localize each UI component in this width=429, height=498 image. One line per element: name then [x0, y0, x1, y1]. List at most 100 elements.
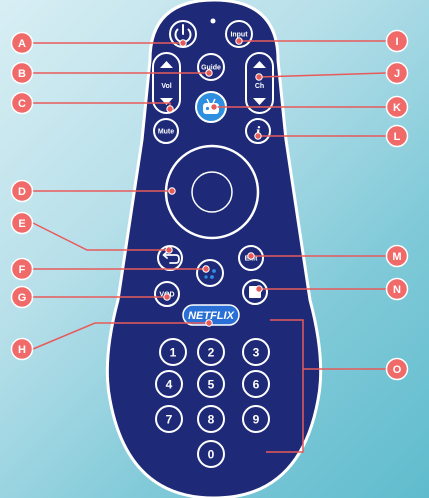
callout-badge — [10, 337, 34, 361]
volume-label: Vol — [161, 83, 171, 90]
number-key-label: 7 — [166, 413, 173, 427]
callout-badge — [385, 61, 409, 85]
channel-up-icon — [253, 61, 266, 68]
mute-label: Mute — [158, 129, 174, 136]
leader-dot — [255, 73, 263, 81]
callout-badge — [10, 91, 34, 115]
number-pad: 1 2 3 4 5 6 7 8 9 0 — [155, 338, 270, 468]
leader-line — [32, 222, 169, 251]
callout-h: H — [10, 319, 213, 361]
callout-badge — [385, 244, 409, 268]
leader-dot — [179, 39, 187, 47]
callout-k: K — [210, 95, 409, 119]
back-button[interactable] — [157, 245, 183, 271]
callout-letter: A — [18, 38, 26, 50]
number-key-label: 5 — [208, 378, 215, 392]
volume-down-icon — [160, 98, 173, 105]
power-button[interactable] — [169, 20, 197, 48]
number-key-2[interactable]: 2 — [197, 338, 225, 366]
d-pad[interactable] — [164, 144, 260, 240]
number-key-label: 3 — [253, 346, 260, 360]
mute-button[interactable]: Mute — [153, 118, 179, 144]
callout-e: E — [10, 211, 173, 254]
callout-badge — [385, 95, 409, 119]
callout-letter: B — [18, 68, 26, 80]
voice-assistant-button[interactable] — [196, 259, 224, 287]
callout-f: F — [10, 257, 210, 281]
callout-j: J — [255, 61, 409, 85]
callout-letter: H — [18, 344, 26, 356]
callout-letter: K — [393, 102, 401, 114]
callout-badge — [385, 277, 409, 301]
callout-letter: M — [392, 251, 401, 263]
leader-dot — [163, 293, 171, 301]
number-key-8[interactable]: 8 — [197, 405, 225, 433]
callout-badge — [385, 29, 409, 53]
callout-letter: E — [18, 218, 25, 230]
guide-label: Guide — [201, 65, 221, 72]
back-icon — [163, 254, 180, 264]
number-key-label: 9 — [253, 413, 260, 427]
callout-badge — [10, 61, 34, 85]
number-key-label: 1 — [170, 346, 177, 360]
leader-dot — [168, 187, 176, 195]
callout-letter: D — [18, 186, 26, 198]
channel-down-icon — [253, 98, 266, 105]
callout-letter: I — [395, 36, 398, 48]
number-key-6[interactable]: 6 — [242, 370, 270, 398]
callout-letter: F — [19, 264, 26, 276]
callout-badge — [10, 257, 34, 281]
number-key-label: 8 — [208, 413, 215, 427]
callout-letter: C — [18, 98, 26, 110]
stop-button[interactable] — [242, 279, 268, 305]
input-label: Input — [230, 32, 248, 39]
callout-letter: O — [393, 364, 402, 376]
callout-badge — [10, 31, 34, 55]
netflix-label: NETFLIX — [188, 310, 234, 322]
leader-dot — [205, 69, 213, 77]
leader-dot — [202, 265, 210, 273]
number-key-0[interactable]: 0 — [197, 440, 225, 468]
leader-dot — [166, 105, 174, 113]
callout-badge — [385, 357, 409, 381]
volume-up-icon — [160, 61, 173, 68]
callout-badge — [10, 285, 34, 309]
callout-letter: N — [393, 284, 401, 296]
callout-badge — [10, 179, 34, 203]
volume-rocker[interactable]: Vol — [152, 52, 181, 114]
channel-label: Ch — [255, 83, 264, 90]
callout-a: A — [10, 31, 187, 55]
number-key-1[interactable]: 1 — [159, 338, 187, 366]
callout-n: N — [255, 277, 409, 301]
number-key-label: 6 — [253, 378, 260, 392]
leader-line — [266, 319, 386, 453]
callout-l: L — [254, 124, 409, 148]
callout-badge — [10, 211, 34, 235]
leader-line — [258, 72, 387, 78]
callout-badge — [385, 124, 409, 148]
number-key-label: 0 — [208, 448, 215, 462]
number-key-5[interactable]: 5 — [197, 370, 225, 398]
callout-o: O — [266, 319, 409, 453]
leader-line — [32, 322, 209, 350]
number-key-label: 2 — [208, 346, 215, 360]
number-key-9[interactable]: 9 — [242, 405, 270, 433]
number-key-label: 4 — [166, 378, 173, 392]
callout-letter: G — [18, 292, 27, 304]
number-key-7[interactable]: 7 — [155, 405, 183, 433]
leader-dot — [255, 285, 263, 293]
ok-button[interactable] — [191, 171, 233, 213]
number-key-4[interactable]: 4 — [155, 370, 183, 398]
ir-led — [210, 18, 216, 24]
channel-rocker[interactable]: Ch — [245, 52, 274, 114]
callout-g: G — [10, 285, 171, 309]
callout-letter: J — [394, 68, 400, 80]
callout-b: B — [10, 61, 213, 85]
leader-dot — [205, 319, 213, 327]
number-key-3[interactable]: 3 — [242, 338, 270, 366]
callout-d: D — [10, 179, 176, 203]
leader-dot — [254, 132, 262, 140]
callout-labels: A B C D E F G H I J KL M N O — [10, 29, 409, 453]
leader-dot — [165, 246, 173, 254]
callout-m: M — [247, 244, 409, 268]
